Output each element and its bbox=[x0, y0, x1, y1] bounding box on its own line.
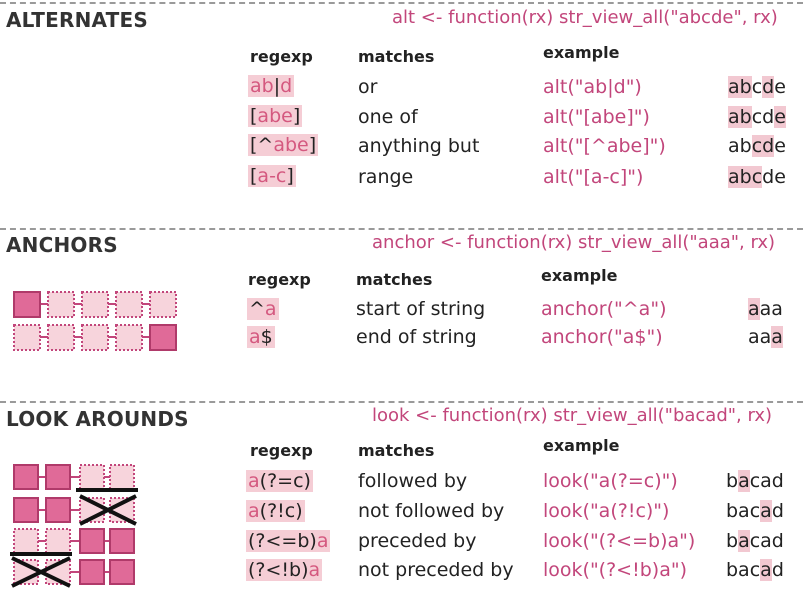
section-title-look-arounds: LOOK AROUNDS bbox=[6, 407, 189, 431]
call-look-not-followed-by: look("a(?!c)") bbox=[543, 500, 670, 522]
regexp-header: regexp bbox=[250, 47, 313, 66]
result-alt-range: abcde bbox=[728, 166, 786, 188]
desc-end-of-string: end of string bbox=[356, 326, 477, 348]
alt-function-definition: alt <- function(rx) str_view_all("abcde"… bbox=[392, 7, 778, 28]
example-header: example bbox=[543, 43, 620, 62]
result-look-not-preceded-by: bacad bbox=[726, 559, 784, 581]
anchors-diagram bbox=[13, 291, 177, 351]
regexp-not-followed-by: a(?!c) bbox=[246, 500, 305, 522]
regexp-range: [a-c] bbox=[248, 165, 296, 187]
desc-not-preceded-by: not preceded by bbox=[358, 559, 514, 581]
look-function-definition: look <- function(rx) str_view_all("bacad… bbox=[372, 405, 773, 426]
regexp-start-anchor: ^a bbox=[247, 298, 279, 320]
call-anchor-end: anchor("a$") bbox=[541, 326, 663, 348]
desc-followed-by: followed by bbox=[358, 470, 468, 492]
result-look-followed-by: bacad bbox=[726, 470, 784, 492]
desc-or: or bbox=[358, 76, 378, 98]
regexp-end-anchor: a$ bbox=[247, 326, 275, 348]
matches-header: matches bbox=[358, 441, 435, 460]
call-look-not-preceded-by: look("(?<!b)a") bbox=[543, 559, 687, 581]
result-anchor-end: aaa bbox=[748, 326, 783, 348]
desc-preceded-by: preceded by bbox=[358, 530, 477, 552]
regexp-header: regexp bbox=[250, 441, 313, 460]
call-alt-anything-but: alt("[^abe]") bbox=[543, 135, 666, 157]
example-header: example bbox=[541, 266, 618, 285]
regexp-anything-but: [^abe] bbox=[248, 134, 319, 156]
desc-range: range bbox=[358, 166, 414, 188]
result-alt-anything-but: abcde bbox=[728, 135, 786, 157]
call-alt-range: alt("[a-c]") bbox=[543, 166, 644, 188]
call-look-followed-by: look("a(?=c)") bbox=[543, 470, 678, 492]
call-alt-or: alt("ab|d") bbox=[543, 76, 642, 98]
anchor-function-definition: anchor <- function(rx) str_view_all("aaa… bbox=[372, 232, 776, 253]
regexp-preceded-by: (?<=b)a bbox=[246, 530, 331, 552]
result-anchor-start: aaa bbox=[748, 298, 783, 320]
result-alt-or: abcde bbox=[728, 76, 786, 98]
result-alt-one-of: abcde bbox=[728, 106, 786, 128]
desc-anything-but: anything but bbox=[358, 135, 480, 157]
regexp-header: regexp bbox=[248, 270, 311, 289]
regexp-not-preceded-by: (?<!b)a bbox=[246, 559, 323, 581]
desc-one-of: one of bbox=[358, 106, 418, 128]
call-look-preceded-by: look("(?<=b)a") bbox=[543, 530, 696, 552]
result-look-preceded-by: bacad bbox=[726, 530, 784, 552]
result-look-not-followed-by: bacad bbox=[726, 500, 784, 522]
section-title-alternates: ALTERNATES bbox=[6, 8, 148, 32]
look-arounds-diagram bbox=[10, 464, 138, 588]
regexp-one-of: [abe] bbox=[248, 105, 303, 127]
call-anchor-start: anchor("^a") bbox=[541, 298, 667, 320]
matches-header: matches bbox=[358, 47, 435, 66]
matches-header: matches bbox=[356, 270, 433, 289]
call-alt-one-of: alt("[abe]") bbox=[543, 106, 650, 128]
regexp-followed-by: a(?=c) bbox=[246, 470, 313, 492]
section-title-anchors: ANCHORS bbox=[6, 233, 118, 257]
example-header: example bbox=[543, 436, 620, 455]
desc-start-of-string: start of string bbox=[356, 298, 486, 320]
desc-not-followed-by: not followed by bbox=[358, 500, 505, 522]
regexp-or: ab|d bbox=[248, 75, 295, 97]
